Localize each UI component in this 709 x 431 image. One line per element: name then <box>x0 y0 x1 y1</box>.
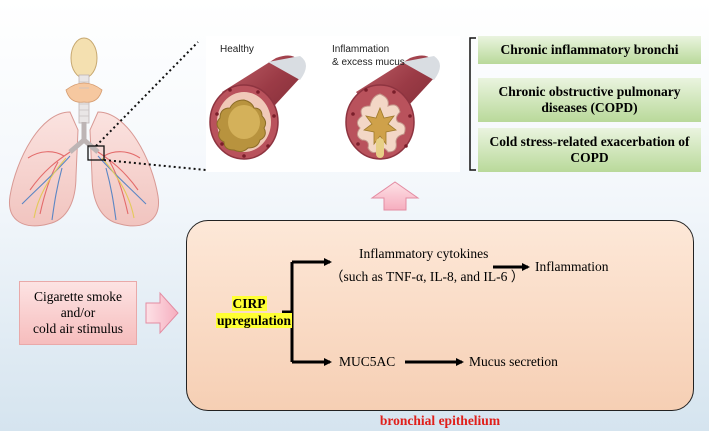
up-arrow-icon <box>370 181 420 211</box>
muc5ac-label: MUC5AC <box>339 354 396 369</box>
inflamed-airway-icon <box>345 55 440 160</box>
zoom-line-top <box>95 41 199 147</box>
inflamed-label-line1: Inflammation <box>332 44 390 55</box>
cirp-upregulation-label: CIRP upregulation <box>216 295 293 329</box>
cirp-line2: upregulation <box>216 313 293 328</box>
healthy-label: Healthy <box>220 44 254 55</box>
cytokines-examples-label: （such as TNF-α, IL-8, and IL-6 ） <box>330 269 525 284</box>
outcome-chronic-inflammatory-bronchi: Chronic inflammatory bronchi <box>478 36 701 64</box>
stimulus-line1: Cigarette smoke <box>33 289 123 304</box>
cytokines-label: Inflammatory cytokines <box>359 246 489 261</box>
outcome-cold-stress-copd: Cold stress-related exacerbation of COPD <box>478 128 701 172</box>
outcome-copd: Chronic obstructive pulmonary diseases (… <box>478 78 701 122</box>
stimulus-box: Cigarette smoke and/or cold air stimulus <box>19 281 137 345</box>
cirp-line1: CIRP <box>231 296 267 311</box>
inflammation-label: Inflammation <box>535 259 609 274</box>
zoom-line-bottom <box>103 159 207 171</box>
inflamed-label-line2: & excess mucus <box>332 57 405 68</box>
stimulus-line2: and/or <box>60 305 96 320</box>
bronchial-epithelium-label: bronchial epithelium <box>379 413 501 428</box>
mucus-secretion-label: Mucus secretion <box>469 354 558 369</box>
lungs-icon <box>9 37 159 227</box>
outcome-bracket <box>469 37 476 171</box>
stimulus-line3: cold air stimulus <box>33 321 123 336</box>
healthy-airway-icon <box>209 55 306 160</box>
right-arrow-icon <box>145 291 179 335</box>
